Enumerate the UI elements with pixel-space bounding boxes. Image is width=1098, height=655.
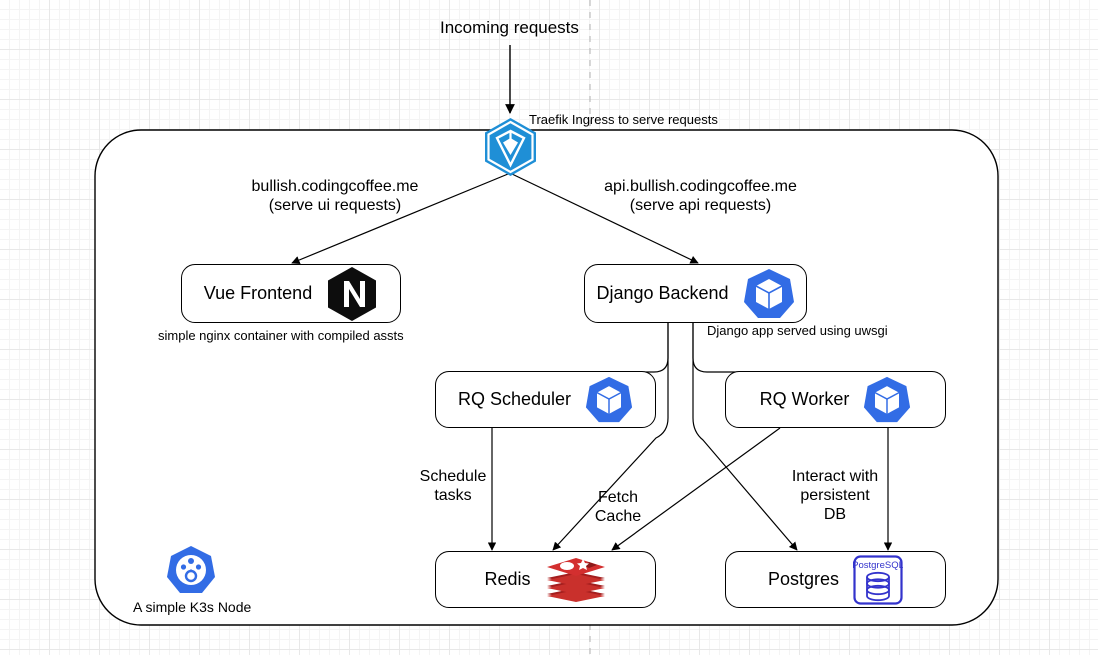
node-redis-label: Redis [484,569,531,589]
node-rq-worker[interactable]: RQ Worker [725,371,946,428]
postgres-badge-text: PostgreSQL [853,560,903,571]
ingress-note: Traefik Ingress to serve requests [529,112,718,127]
node-redis[interactable]: Redis [435,551,656,608]
kubernetes-pod-icon [743,268,795,320]
node-rq-scheduler-label: RQ Scheduler [457,389,572,409]
node-vue-frontend-label: Vue Frontend [203,283,313,303]
node-django-backend[interactable]: Django Backend [584,264,807,323]
node-vue-frontend[interactable]: Vue Frontend [181,264,401,323]
kubernetes-pod-icon [585,376,633,424]
node-postgres-label: Postgres [767,569,840,589]
nginx-icon [326,266,378,322]
edge-label-schedule-tasks: Schedule tasks [419,468,487,504]
route-api-label: api.bullish.codingcoffee.me (serve api r… [604,178,797,214]
route-ui-label: bullish.codingcoffee.me (serve ui reques… [251,178,419,214]
k3s-node-note: A simple K3s Node [133,599,252,615]
postgresql-icon: PostgreSQL [853,554,903,605]
traefik-icon[interactable] [482,117,539,179]
edge-label-fetch-cache: Fetch Cache [594,489,642,525]
node-rq-worker-label: RQ Worker [759,389,850,409]
kubernetes-pod-icon [863,376,911,424]
node-rq-scheduler[interactable]: RQ Scheduler [435,371,656,428]
k3s-icon [166,545,216,595]
redis-icon [545,555,607,605]
node-postgres[interactable]: Postgres PostgreSQL [725,551,946,608]
node-django-backend-label: Django Backend [596,283,729,303]
frontend-note: simple nginx container with compiled ass… [158,328,404,343]
edge-label-persistent-db: Interact with persistent DB [791,468,879,523]
edge-backend-to-scheduler [560,322,669,373]
page-title: Incoming requests [440,18,579,37]
backend-note: Django app served using uwsgi [707,323,888,338]
